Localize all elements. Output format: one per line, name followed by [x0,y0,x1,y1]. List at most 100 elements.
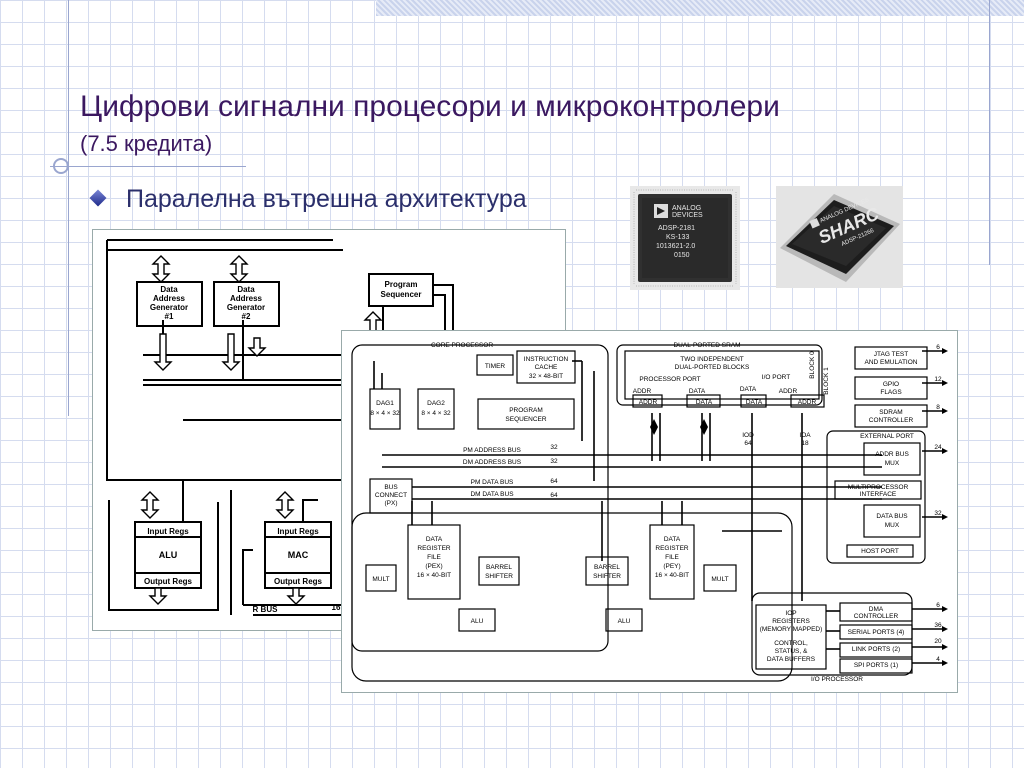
alu-label: ALU [159,550,178,560]
pin-count: 6 [936,602,940,609]
addr-label: ADDR [633,388,652,395]
data-label: DATA [696,399,713,406]
alu-input-label: Input Regs [147,527,189,536]
jtag-label: AND EMULATION [865,359,918,366]
block0-label: BLOCK 0 [809,351,816,379]
addr-bus-mux-label: MUX [885,460,900,467]
data-bus-mux-label: MUX [885,522,900,529]
chip1-line: ADSP-2181 [658,225,695,232]
chip1-line: 0150 [674,252,690,259]
regfile-y-label: (PEY) [663,563,680,570]
dag2-label: Address [230,294,263,303]
alu-x-label: ALU [471,618,484,625]
mult-x-label: MULT [372,576,389,583]
iop-label: REGISTERS [772,618,810,625]
chip1-line: DEVICES [672,212,703,219]
bullet-text: Паралелна вътрешна архитектура [126,185,527,213]
alu-output-label: Output Regs [144,577,193,586]
barrel-y-label: SHIFTER [593,573,621,580]
ioa-label: IOA [799,432,811,439]
slide-subtitle: (7.5 кредита) [80,131,213,156]
regfile-y-label: FILE [665,554,679,561]
multiprocessor-label: INTERFACE [860,491,897,498]
bus-width: 64 [550,478,558,485]
iop-label: IOP [785,610,796,617]
pm-data-bus-label: PM DATA BUS [471,479,514,486]
control-label: STATUS, & [775,648,808,655]
top-band [376,0,1024,16]
data-label: DATA [746,399,763,406]
sram-label: DUAL-PORTED SRAM [673,342,740,349]
bus-width: 64 [550,492,558,499]
ioa-label: 18 [801,440,809,447]
program-sequencer-label: PROGRAM [509,407,543,414]
dag2-label: 8 × 4 × 32 [421,410,451,417]
core-processor-label: CORE PROCESSOR [431,342,493,349]
regfile-x-label: (PEX) [425,563,442,570]
icache-label: CACHE [535,364,558,371]
pin-count: 20 [934,638,942,645]
addr-bus-mux-label: ADDR BUS [875,451,909,458]
left-rule [68,0,69,416]
dm-data-bus-label: DM DATA BUS [470,491,514,498]
dag2-label: DAG2 [427,400,445,407]
gpio-label: GPIO [883,381,899,388]
pin-count: 6 [936,344,940,351]
iod-label: IOD [742,432,754,439]
barrel-x-label: BARREL [486,564,512,571]
bus-connect-label: (PX) [385,500,398,507]
slide-title: Цифрови сигнални процесори и микроконтро… [80,90,780,123]
regfile-x-label: 16 × 40-BIT [417,572,451,579]
icache-label: INSTRUCTION [524,356,569,363]
jtag-label: JTAG TEST [874,351,908,358]
mac-input-label: Input Regs [277,527,319,536]
serial-ports-label: SERIAL PORTS (4) [848,629,905,636]
sdram-label: SDRAM [879,409,902,416]
regfile-x-label: REGISTER [417,545,451,552]
regfile-y-label: DATA [664,536,681,543]
dm-address-bus-label: DM ADDRESS BUS [463,459,522,466]
sdram-label: CONTROLLER [869,417,914,424]
dag1-label: 8 × 4 × 32 [370,410,400,417]
mac-output-label: Output Regs [274,577,323,586]
dag2-label: Data [237,285,255,294]
iop-label: (MEMORY MAPPED) [760,626,823,633]
spi-ports-label: SPI PORTS (1) [854,662,898,669]
barrel-y-label: BARREL [594,564,620,571]
addr-label: ADDR [639,399,658,406]
chip1-line: ANALOG [672,205,701,212]
sharc-chip-photo: ANALOG DEVICES SHARC ADSP-21266 [776,186,903,288]
link-ports-label: LINK PORTS (2) [852,646,900,653]
chip1-line: KS-133 [666,234,689,241]
sram-desc: TWO INDEPENDENT [680,356,744,363]
pm-address-bus-label: PM ADDRESS BUS [463,447,521,454]
data-bus-mux-label: DATA BUS [876,513,908,520]
bus-connect-label: BUS [384,484,398,491]
bus-connect-label: CONNECT [375,492,407,499]
bus-width: 32 [550,458,558,465]
regfile-y-label: 16 × 40-BIT [655,572,689,579]
addr-label: ADDR [798,399,817,406]
dma-label: CONTROLLER [854,613,899,620]
addr-label: ADDR [779,388,798,395]
chip1-line: 1013621-2.0 [656,243,695,250]
external-port-label: EXTERNAL PORT [860,433,914,440]
mac-label: MAC [288,550,309,560]
data-label: DATA [740,386,757,393]
multiprocessor-label: MULTIPROCESSOR [848,484,909,491]
pin-count: 8 [936,404,940,411]
dag1-label: Address [153,294,186,303]
timer-label: TIMER [485,363,506,370]
io-port-label: I/O PORT [762,374,790,381]
dag1-label: Data [160,285,178,294]
regfile-x-label: FILE [427,554,441,561]
dag1-label: #1 [165,312,174,321]
dma-label: DMA [869,606,884,613]
dag2-label: Generator [227,303,265,312]
alu-y-label: ALU [618,618,631,625]
icache-label: 32 × 48-BIT [529,373,563,380]
sequencer-label: Program [385,280,418,289]
pin-count: 24 [934,444,942,451]
barrel-x-label: SHIFTER [485,573,513,580]
right-rule [989,0,990,265]
